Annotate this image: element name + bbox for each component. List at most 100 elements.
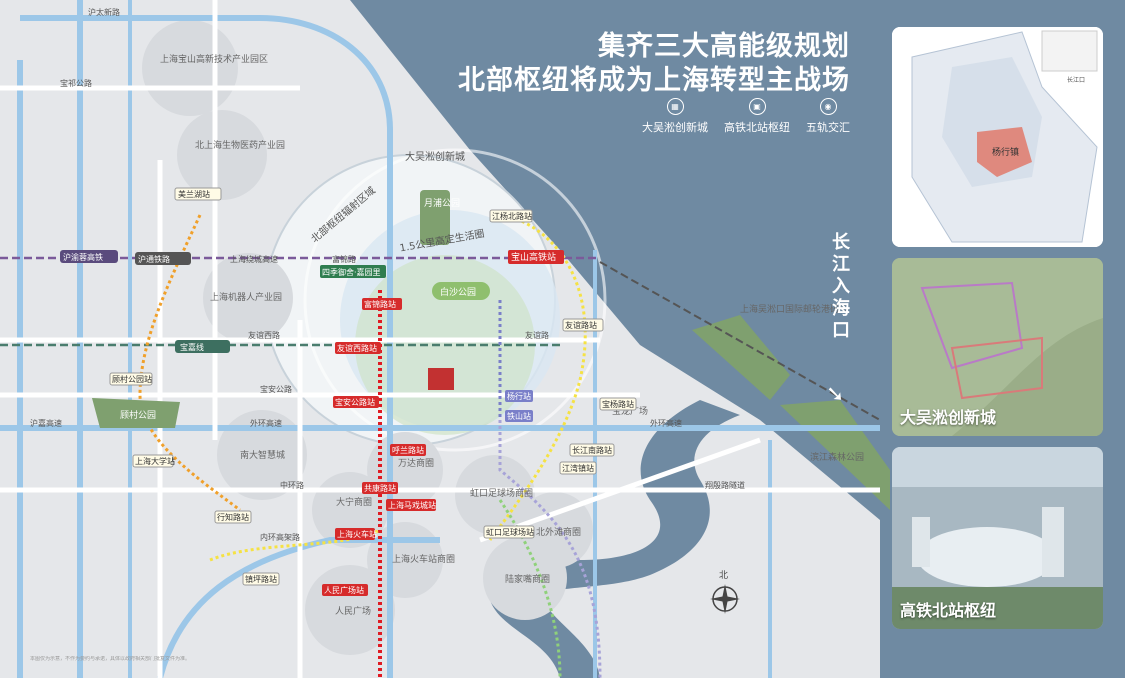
road-baoan: 宝安公路 (260, 384, 292, 394)
city-icon: ▦ (666, 98, 684, 115)
road-huyi: 沪太新路 (88, 7, 120, 17)
creative-city-circle (303, 148, 607, 452)
zone-dayue: 大宁商圈 (336, 496, 372, 508)
station-tieshan: 铁山站 (507, 411, 531, 421)
road-neihuan: 内环高架路 (260, 532, 300, 542)
gucun-label: 顾村公园 (120, 409, 156, 421)
station-zhenping: 镇坪路站 (245, 574, 277, 584)
tag-creative-city: ▦大吴淞创新城 (642, 98, 708, 135)
zone-binjiang: 滨江森林公园 (810, 451, 864, 463)
station-youyi-road: 友谊路站 (565, 320, 597, 330)
tag-five-rails: ◉五轨交汇 (806, 98, 850, 135)
coastal-park (692, 315, 790, 400)
road-youyi: 友谊路 (525, 330, 549, 340)
tag-hsr-hub: ▣高铁北站枢纽 (724, 98, 790, 135)
rail-baojia: 宝嘉线 (180, 342, 204, 352)
yuepu-label: 月浦公园 (424, 197, 460, 209)
zone-northbund: 北外滩商圈 (536, 526, 581, 538)
road-zhonghuan: 中环路 (280, 480, 304, 490)
station-fujin: 富锦路站 (364, 299, 396, 309)
hongkou-circle (455, 455, 535, 535)
arrow-icon: ➘ (826, 382, 845, 407)
baisha-label: 白沙公园 (440, 286, 476, 298)
creative-city-svg (892, 258, 1103, 436)
inset-map-svg (892, 27, 1103, 247)
station-changjiang: 长江南路站 (572, 445, 612, 455)
feature-tags: ▦大吴淞创新城 ▣高铁北站枢纽 ◉五轨交汇 (642, 98, 850, 135)
road-fujin: 富锦路 (332, 254, 356, 264)
hsr-hub-svg (892, 447, 1103, 629)
road-waihuan: 外环高速 (250, 418, 282, 428)
road-baoqi: 宝祁公路 (60, 78, 92, 88)
inset-creative-city: 大吴淞创新城 (892, 258, 1103, 436)
inset-corner-label: 长江口 (1067, 77, 1086, 84)
zone-park1: 上海宝山高新技术产业园区 (160, 53, 268, 65)
disclaimer: 本图仅为示意，不作为要约与承诺，具体以政府相关部门批复文件为准。 (30, 656, 191, 662)
zone-renmin: 人民广场 (335, 605, 371, 617)
lujiazui-circle (483, 536, 567, 620)
zone-hongkou: 虹口足球场商圈 (470, 487, 533, 499)
headline-1: 集齐三大高能级规划 (598, 31, 850, 62)
yuepu-park (420, 190, 450, 245)
baisha-park (432, 282, 490, 300)
zone-wanda: 万达商圈 (398, 457, 434, 469)
sea-label: 长江入海口 (832, 232, 850, 341)
station-mahangzhou: 上海马戏城站 (388, 500, 436, 510)
zone-cruise: 上海吴淞口国际邮轮港码头 (740, 303, 848, 315)
zone-lujiazui: 陆家嘴商圈 (505, 573, 550, 585)
zone-park3: 上海机器人产业园 (210, 291, 282, 303)
inset-hsr-hub: 高铁北站枢纽 (892, 447, 1103, 629)
dashed-east (599, 261, 881, 421)
station-baoshan-hsr: 宝山高铁站 (511, 251, 556, 263)
project-marker (428, 368, 454, 390)
gucun-park (92, 398, 180, 428)
metro-line-green (498, 499, 562, 678)
road-huilan: 沪嘉高速 (30, 418, 62, 428)
station-xingzhi: 行知路站 (217, 512, 249, 522)
road-youyi-west: 友谊西路 (248, 330, 280, 340)
roads (0, 0, 880, 678)
hsr-hub-label-inset: 高铁北站枢纽 (900, 601, 997, 620)
zone-railway: 上海火车站商圈 (392, 553, 455, 565)
compass-label: 北 (719, 571, 729, 581)
station-baoan: 宝安公路站 (335, 397, 375, 407)
station-baoyang: 宝杨路站 (602, 399, 634, 409)
metro-line-7 (138, 214, 241, 512)
road-tongcheng: 上海绕城高速 (230, 254, 278, 264)
metro-line-24 (498, 420, 602, 678)
zone-nanda: 南大智慧城 (240, 449, 285, 461)
project-badge: 四季御舍·嘉园里 (322, 267, 381, 277)
metro-icon: ◉ (819, 98, 837, 115)
compass-icon (708, 582, 742, 616)
headline-2: 北部枢纽将成为上海转型主战场 (458, 65, 850, 96)
station-hutai: 呼兰路站 (392, 445, 424, 455)
station-gongkang: 共康路站 (364, 483, 396, 493)
road-xiangyin: 翔殷路隧道 (705, 480, 745, 490)
train-icon: ▣ (748, 98, 766, 115)
station-shangda: 上海大学站 (135, 456, 175, 466)
park-circle-2 (177, 110, 267, 200)
zone-park2: 北上海生物医药产业园 (195, 139, 285, 151)
metro-line-3 (488, 213, 587, 541)
inset-map-label: 杨行镇 (992, 148, 1020, 158)
road-waihuan-e: 外环高速 (650, 418, 682, 428)
creative-city-label-inset: 大吴淞创新城 (900, 408, 997, 427)
park-circle-3 (203, 253, 293, 343)
station-youyi-west: 友谊西路站 (337, 343, 377, 353)
station-jiangwan: 江湾镇站 (562, 463, 594, 473)
nanda-circle (217, 410, 307, 500)
station-yanghang: 杨行站 (507, 391, 531, 401)
station-jiangyang: 江杨北路站 (492, 211, 532, 221)
station-railway: 上海火车站 (337, 529, 377, 539)
station-meilan: 美兰湖站 (178, 189, 210, 199)
station-gucun: 顾村公园站 (112, 374, 152, 384)
station-renmin: 人民广场站 (324, 585, 364, 595)
inset-location-map: 杨行镇 长江口 (892, 27, 1103, 247)
station-hongkou: 虹口足球场站 (486, 527, 534, 537)
rail-huyao: 沪渝蓉高铁 (63, 252, 103, 262)
creative-city-label: 大吴淞创新城 (405, 150, 465, 163)
rail-hutong: 沪通铁路 (138, 254, 170, 264)
